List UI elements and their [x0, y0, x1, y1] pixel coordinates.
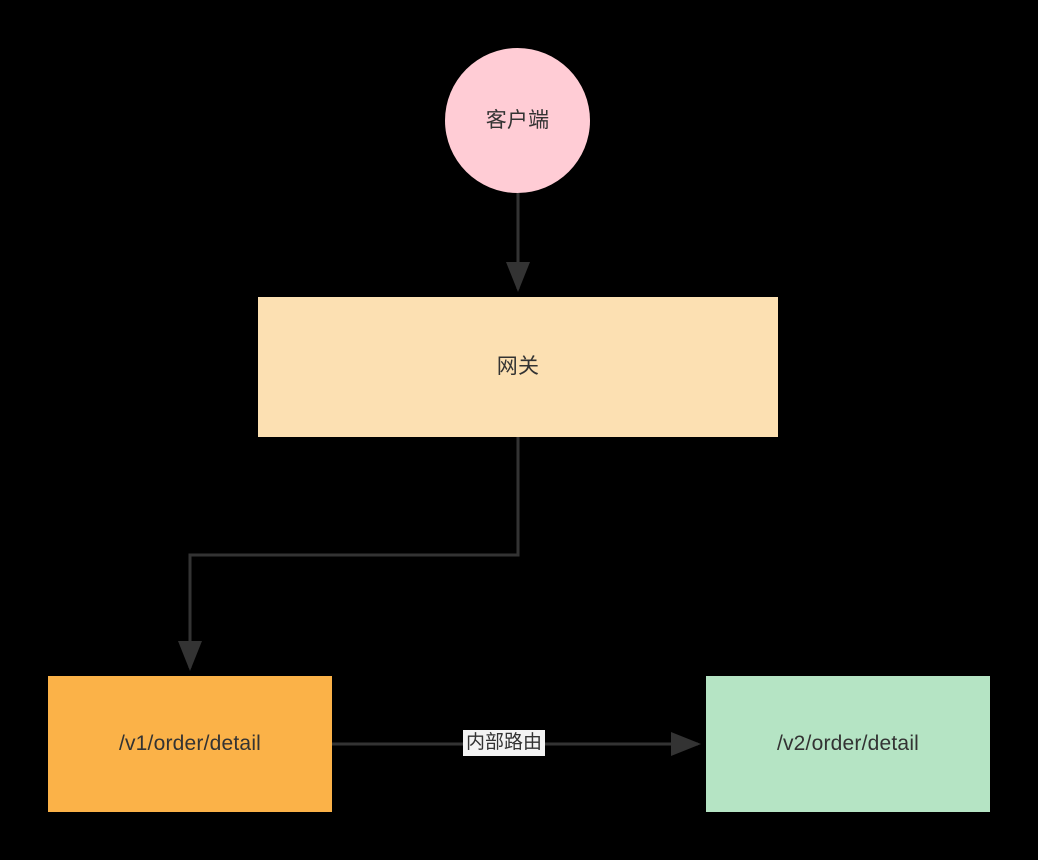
- edge-gateway-to-v1-line: [178, 437, 520, 671]
- node-v2-label: /v2/order/detail: [776, 732, 920, 756]
- edge-gateway-to-v1: [178, 437, 520, 671]
- node-v1-order-detail[interactable]: /v1/order/detail: [48, 676, 332, 812]
- node-client[interactable]: 客户端: [445, 48, 590, 193]
- node-client-label: 客户端: [485, 108, 550, 132]
- node-v2-order-detail[interactable]: /v2/order/detail: [706, 676, 990, 812]
- edge-label-internal-route: 内部路由: [463, 730, 546, 756]
- node-gateway-label: 网关: [496, 355, 540, 379]
- node-gateway[interactable]: 网关: [258, 297, 778, 437]
- node-v1-label: /v1/order/detail: [118, 732, 262, 756]
